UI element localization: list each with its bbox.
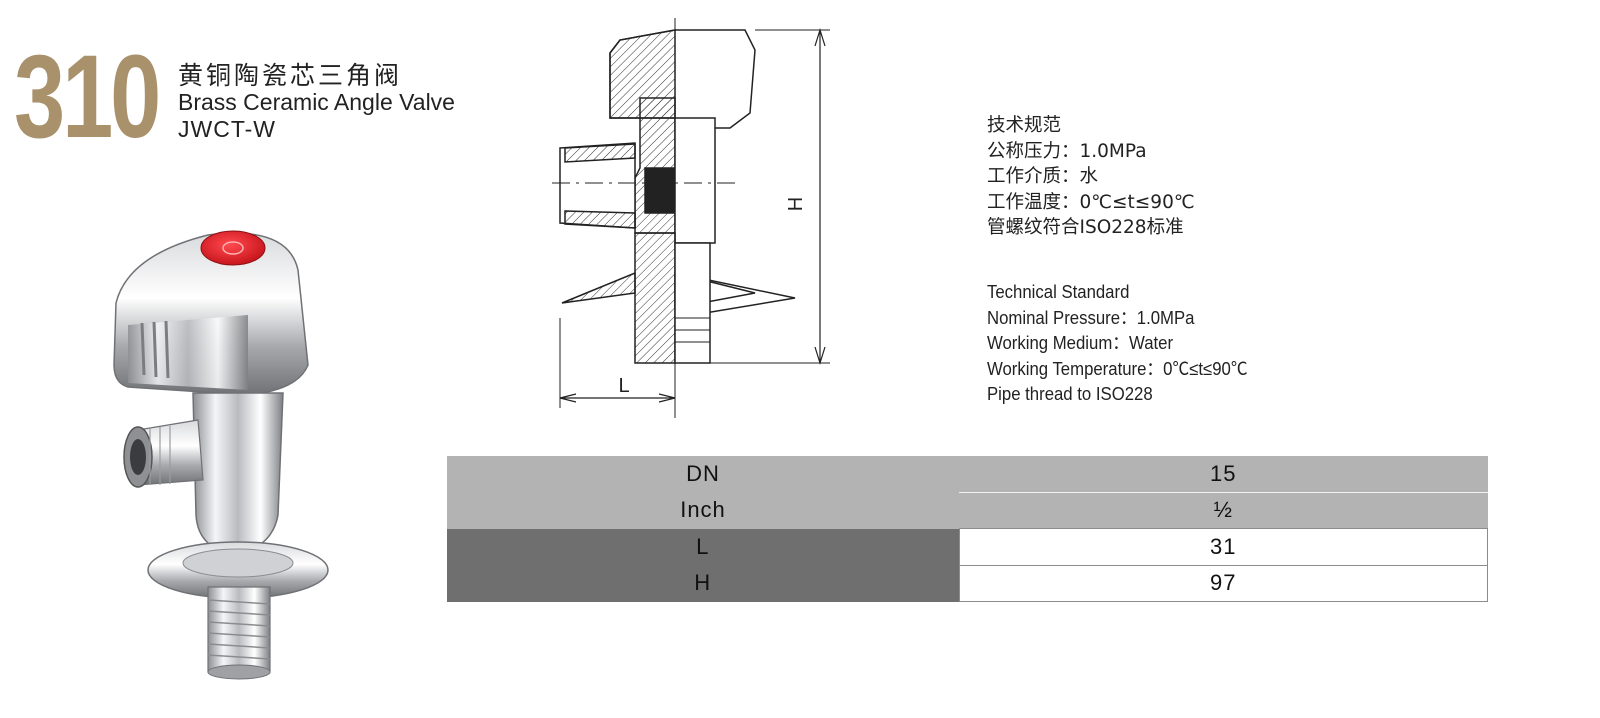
table-row: Inch ½ [447, 492, 1488, 529]
spec-cn-thread: 管螺纹符合ISO228标准 [987, 217, 1184, 238]
dimension-table: DN 15 Inch ½ L 31 H 97 [447, 456, 1488, 602]
model-code: JWCT-W [178, 116, 276, 142]
spec-chinese: 技术规范 公称压力：1.0MPa 工作介质：水 工作温度：0℃≤t≤90℃ 管螺… [987, 113, 1195, 241]
dimension-h-label: H [785, 197, 807, 211]
table-value-h: 97 [958, 564, 1488, 602]
table-label-l: L [447, 528, 959, 565]
table-value-inch: ½ [959, 492, 1488, 529]
table-row: H 97 [447, 564, 1488, 602]
title-block: 黄铜陶瓷芯三角阀 Brass Ceramic Angle Valve JWCT-… [178, 62, 455, 143]
spec-cn-temperature: 工作温度：0℃≤t≤90℃ [987, 191, 1195, 213]
title-chinese: 黄铜陶瓷芯三角阀 [178, 61, 403, 90]
table-value-dn: 15 [959, 456, 1488, 493]
spec-en-medium: Working Medium：Water [987, 333, 1174, 353]
section-drawing: H L [552, 18, 830, 418]
dimension-l-label: L [618, 375, 629, 397]
title-english: Brass Ceramic Angle Valve [178, 89, 455, 115]
spec-cn-medium: 工作介质：水 [987, 166, 1099, 187]
spec-en-temperature: Working Temperature：0℃≤t≤90℃ [987, 358, 1248, 379]
spec-cn-pressure: 公称压力：1.0MPa [987, 140, 1147, 162]
spec-english: Technical Standard Nominal Pressure：1.0M… [987, 280, 1248, 408]
red-cap [200, 230, 266, 266]
table-label-h: H [447, 565, 959, 602]
table-label-dn: DN [447, 456, 959, 492]
table-value-l: 31 [958, 528, 1488, 566]
spec-en-thread: Pipe thread to ISO228 [987, 384, 1153, 404]
product-photo [113, 230, 329, 680]
table-label-inch: Inch [447, 492, 959, 529]
spec-cn-heading: 技术规范 [987, 115, 1062, 136]
table-row: DN 15 [447, 456, 1488, 493]
table-row: L 31 [447, 528, 1488, 566]
spec-en-heading: Technical Standard [987, 282, 1130, 302]
model-number: 310 [14, 31, 161, 163]
spec-en-pressure: Nominal Pressure：1.0MPa [987, 307, 1195, 328]
